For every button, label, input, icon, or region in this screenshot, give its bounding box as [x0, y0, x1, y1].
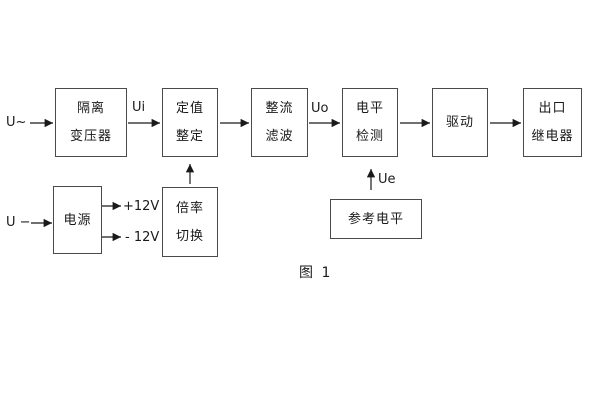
block-label: 整定 — [175, 129, 204, 144]
block-label: 切换 — [175, 228, 204, 244]
block-level-detect: 电平 检测 — [342, 88, 398, 157]
block-label: 驱动 — [445, 115, 474, 130]
block-label: 整流 — [265, 101, 294, 116]
block-power-supply: 电源 — [53, 186, 102, 254]
block-output-relay: 出口 继电器 — [523, 88, 582, 157]
block-setting-adjust: 定值 整定 — [162, 88, 218, 157]
label-uo: Uo — [311, 101, 329, 116]
block-label: 检测 — [355, 129, 384, 144]
block-label: 滤波 — [265, 129, 294, 144]
block-rectifier-filter: 整流 滤波 — [251, 88, 308, 157]
block-isolation-transformer: 隔离 变压器 — [55, 88, 127, 157]
block-label: 继电器 — [531, 129, 574, 144]
block-driver: 驱动 — [432, 88, 488, 157]
label-ui: Ui — [132, 100, 146, 115]
block-ratio-switch: 倍率 切换 — [162, 187, 218, 257]
block-label: 定值 — [175, 101, 204, 116]
block-reference-level: 参考电平 — [330, 199, 422, 239]
label-minus-12v: - 12V — [125, 230, 160, 245]
label-ue: Ue — [378, 172, 396, 187]
block-label: 隔离 — [76, 101, 105, 116]
figure-caption: 图 1 — [299, 265, 333, 281]
block-label: 电源 — [63, 212, 92, 228]
block-label: 参考电平 — [347, 211, 404, 227]
block-label: 倍率 — [175, 200, 204, 216]
block-label: 出口 — [538, 101, 567, 116]
label-input-dc: U − — [6, 215, 31, 230]
block-label: 电平 — [355, 101, 384, 116]
label-input-ac: U~ — [6, 115, 27, 130]
label-plus-12v: +12V — [123, 199, 160, 214]
block-label: 变压器 — [69, 129, 112, 144]
